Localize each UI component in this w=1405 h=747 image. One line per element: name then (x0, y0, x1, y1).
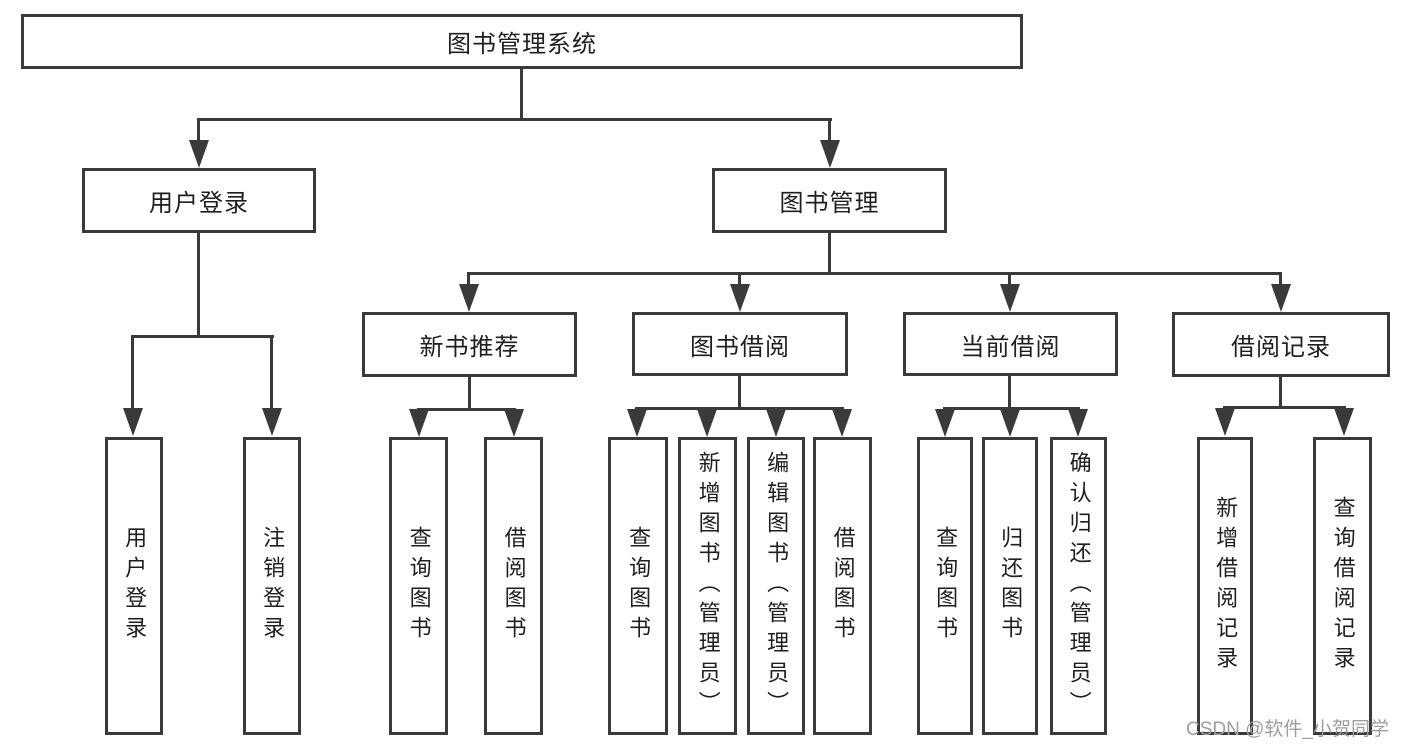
leaf-query-books-recommend: 查询图书 (389, 437, 448, 735)
node-borrowing-records: 借阅记录 (1172, 312, 1390, 377)
connector-line (197, 118, 832, 121)
leaf-query-books-current-label: 查询图书 (933, 526, 959, 646)
connector-line (417, 408, 516, 411)
leaf-return-books: 归还图书 (982, 437, 1038, 735)
connector-line (520, 69, 523, 118)
leaf-borrow-books-borrowing: 借阅图书 (813, 437, 872, 735)
node-library-system-label: 图书管理系统 (447, 31, 597, 58)
arrow-down-icon (766, 409, 786, 437)
arrow-down-icon (1215, 408, 1235, 436)
arrow-down-icon (935, 409, 955, 437)
arrow-down-icon (730, 284, 750, 312)
connector-line (738, 272, 741, 286)
leaf-add-borrow-record-label: 新增借阅记录 (1213, 496, 1239, 676)
connector-line (635, 407, 844, 410)
leaf-query-borrow-record-label: 查询借阅记录 (1330, 496, 1356, 676)
arrow-down-icon (1068, 409, 1088, 437)
arrow-down-icon (409, 409, 429, 437)
connector-line (467, 272, 1282, 275)
arrow-down-icon (262, 408, 282, 436)
arrow-down-icon (1000, 409, 1020, 437)
leaf-query-books-current: 查询图书 (917, 437, 973, 735)
arrow-down-icon (123, 408, 143, 436)
leaf-edit-books-admin-label: 编辑图书（管理员） (764, 451, 790, 721)
leaf-user-login: 用户登录 (105, 437, 163, 735)
arrow-down-icon (1334, 408, 1354, 436)
leaf-logout: 注销登录 (243, 437, 301, 735)
connector-line (197, 233, 200, 335)
leaf-query-books-borrowing: 查询图书 (608, 437, 668, 735)
connector-line (943, 407, 1080, 410)
arrow-down-icon (697, 409, 717, 437)
node-borrowing-records-label: 借阅记录 (1231, 334, 1331, 361)
connector-line (131, 335, 274, 338)
watermark-text: CSDN @软件_小贺同学 (1186, 719, 1389, 740)
node-user-login: 用户登录 (82, 168, 316, 233)
leaf-borrow-books-borrowing-label: 借阅图书 (830, 526, 856, 646)
arrow-down-icon (504, 409, 524, 437)
arrow-down-icon (820, 140, 840, 168)
node-book-borrowing-label: 图书借阅 (690, 333, 790, 361)
connector-line (1279, 272, 1282, 286)
connector-line (828, 233, 831, 272)
arrow-down-icon (459, 284, 479, 312)
arrow-down-icon (832, 409, 852, 437)
connector-line (1279, 377, 1282, 406)
connector-line (270, 335, 273, 410)
node-library-system: 图书管理系统 (21, 14, 1023, 69)
leaf-add-books-admin: 新增图书（管理员） (678, 437, 737, 735)
arrow-down-icon (189, 140, 209, 168)
connector-line (467, 272, 470, 286)
connector-line (828, 118, 831, 144)
node-new-book-recommend-label: 新书推荐 (419, 334, 520, 361)
leaf-add-books-admin-label: 新增图书（管理员） (695, 451, 721, 721)
leaf-edit-books-admin: 编辑图书（管理员） (747, 437, 805, 735)
connector-line (131, 335, 134, 410)
leaf-add-borrow-record: 新增借阅记录 (1197, 437, 1253, 735)
node-book-management-label: 图书管理 (779, 190, 880, 217)
leaf-borrow-books-recommend-label: 借阅图书 (501, 526, 527, 646)
leaf-confirm-return-admin: 确认归还（管理员） (1050, 437, 1107, 735)
arrow-down-icon (1000, 284, 1020, 312)
connector-line (1008, 272, 1011, 286)
connector-line (468, 377, 471, 408)
leaf-return-books-label: 归还图书 (998, 526, 1024, 646)
node-current-borrowing-label: 当前借阅 (960, 333, 1061, 361)
node-book-management: 图书管理 (712, 168, 947, 233)
node-book-borrowing: 图书借阅 (632, 312, 848, 376)
node-new-book-recommend: 新书推荐 (362, 312, 577, 377)
connector-line (1223, 406, 1346, 409)
leaf-confirm-return-admin-label: 确认归还（管理员） (1066, 451, 1092, 721)
leaf-borrow-books-recommend: 借阅图书 (484, 437, 543, 735)
leaf-query-books-borrowing-label: 查询图书 (626, 526, 652, 646)
leaf-user-login-label: 用户登录 (122, 526, 148, 646)
arrow-down-icon (627, 409, 647, 437)
connector-line (1008, 376, 1011, 407)
leaf-query-borrow-record: 查询借阅记录 (1313, 437, 1372, 735)
connector-line (738, 376, 741, 407)
leaf-logout-label: 注销登录 (260, 526, 286, 646)
arrow-down-icon (1271, 284, 1291, 312)
leaf-query-books-recommend-label: 查询图书 (406, 526, 432, 646)
node-user-login-label: 用户登录 (149, 190, 249, 217)
connector-line (197, 118, 200, 144)
node-current-borrowing: 当前借阅 (903, 312, 1118, 376)
